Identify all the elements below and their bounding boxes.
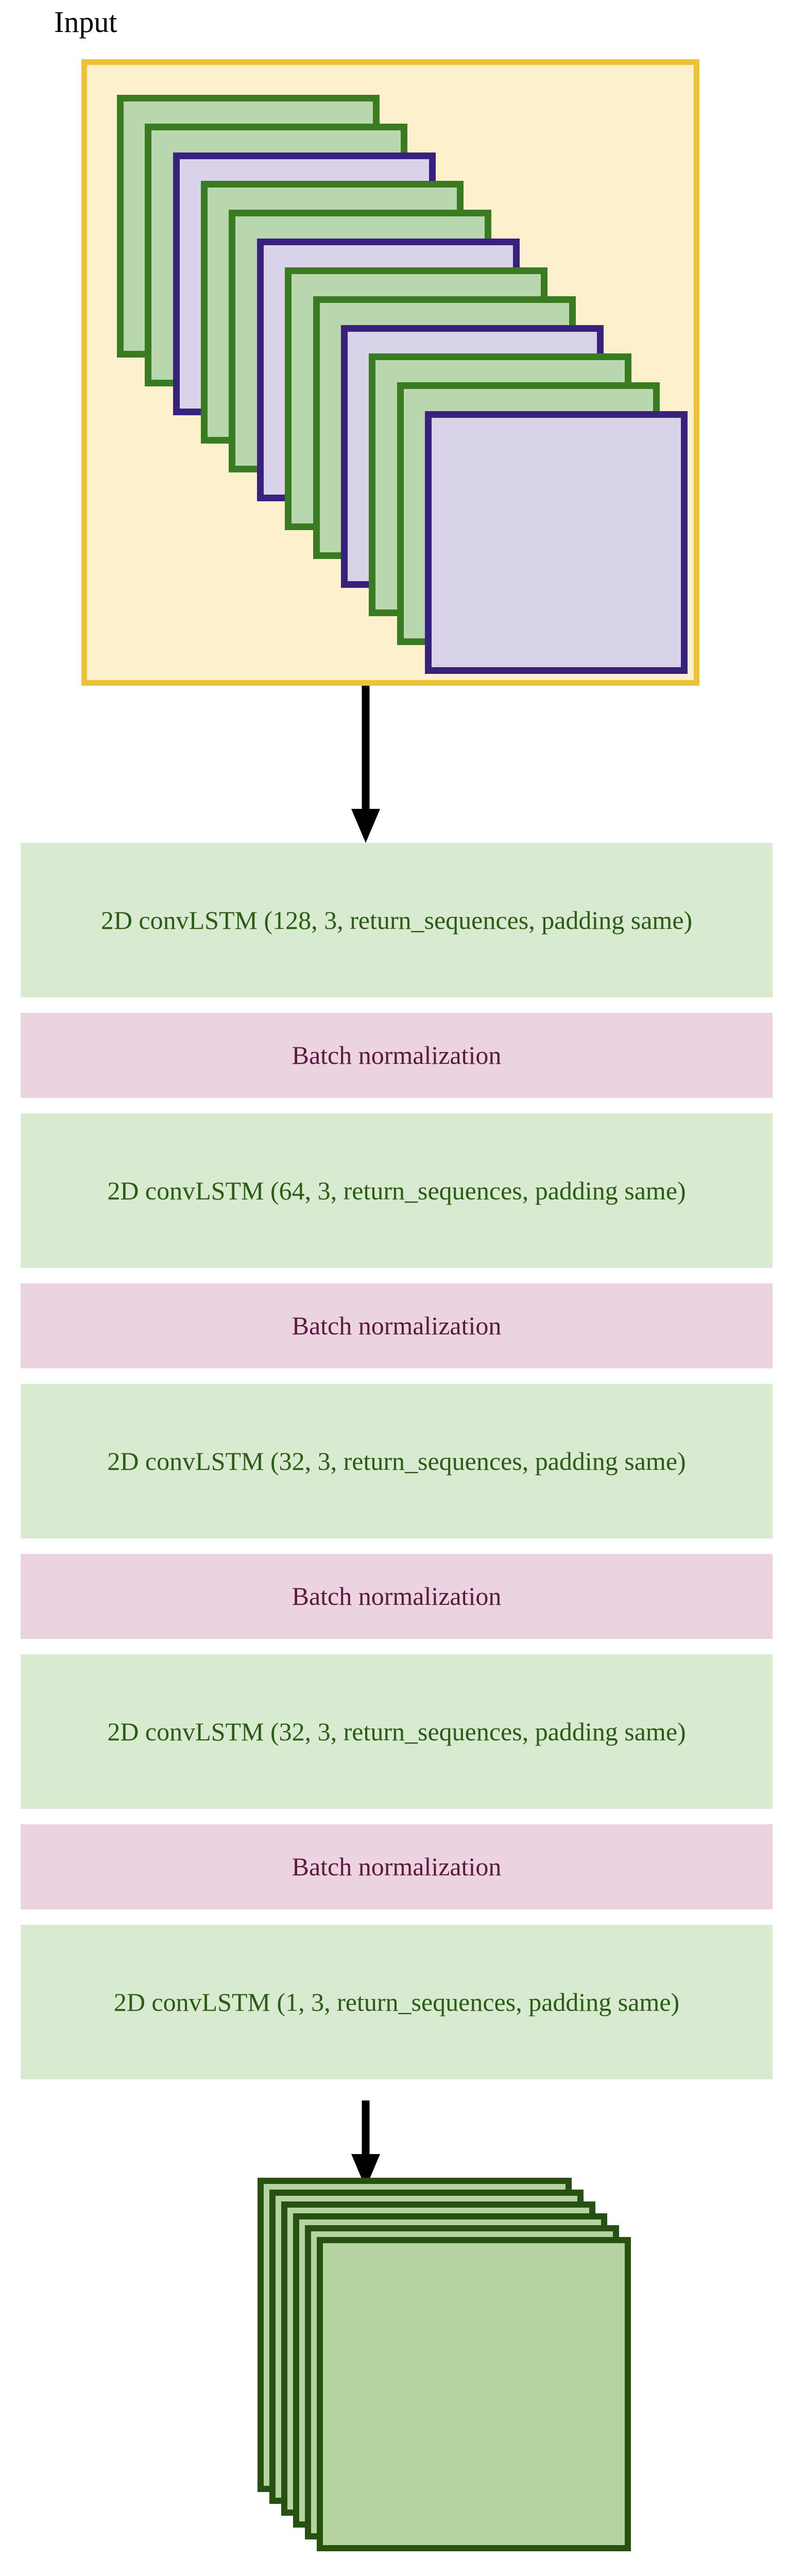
layer-box-conv-32-b[interactable]: 2D convLSTM (32, 3, return_sequences, pa… — [21, 1654, 773, 1809]
arrow-head-icon — [351, 809, 380, 843]
layer-box-conv-128[interactable]: 2D convLSTM (128, 3, return_sequences, p… — [21, 843, 773, 997]
layer-box-batchnorm-2[interactable]: Batch normalization — [21, 1283, 773, 1368]
layer-label: Batch normalization — [292, 1582, 502, 1611]
layer-label: 2D convLSTM (32, 3, return_sequences, pa… — [107, 1446, 686, 1476]
output-volume-stack — [258, 2178, 633, 2551]
layer-label: 2D convLSTM (32, 3, return_sequences, pa… — [107, 1717, 686, 1746]
arrow-shaft — [362, 686, 370, 810]
input-frame-12 — [425, 411, 688, 674]
layer-box-conv-64[interactable]: 2D convLSTM (64, 3, return_sequences, pa… — [21, 1113, 773, 1268]
layer-label: 2D convLSTM (64, 3, return_sequences, pa… — [107, 1176, 686, 1205]
layer-label: Batch normalization — [292, 1041, 502, 1070]
layer-label: Batch normalization — [292, 1852, 502, 1881]
layer-label: 2D convLSTM (1, 3, return_sequences, pad… — [113, 1987, 680, 2016]
layer-box-conv-32-a[interactable]: 2D convLSTM (32, 3, return_sequences, pa… — [21, 1384, 773, 1538]
layer-box-batchnorm-3[interactable]: Batch normalization — [21, 1554, 773, 1639]
arrow-input-to-first-layer — [340, 686, 391, 843]
layer-label: 2D convLSTM (128, 3, return_sequences, p… — [100, 905, 693, 935]
input-label: Input — [54, 5, 117, 39]
layer-box-batchnorm-4[interactable]: Batch normalization — [21, 1824, 773, 1909]
input-volume-container — [81, 59, 699, 686]
layer-box-batchnorm-1[interactable]: Batch normalization — [21, 1013, 773, 1098]
arrow-shaft — [362, 2100, 370, 2157]
input-volume-stack — [87, 65, 705, 691]
output-frame-6 — [317, 2237, 631, 2551]
arrow-last-layer-to-output — [340, 2100, 391, 2188]
layer-label: Batch normalization — [292, 1311, 502, 1340]
layer-box-conv-1[interactable]: 2D convLSTM (1, 3, return_sequences, pad… — [21, 1925, 773, 2079]
